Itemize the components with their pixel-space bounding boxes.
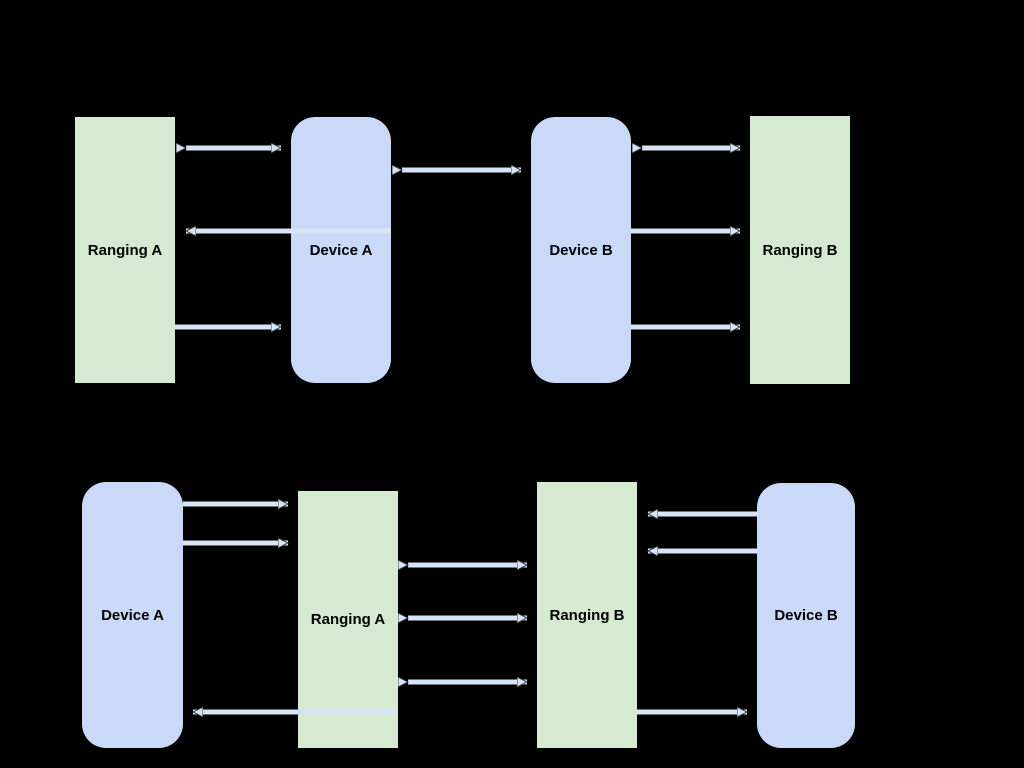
top-device-b-box: Device B [531, 117, 631, 383]
bottom-device-a-box: Device A [82, 482, 183, 748]
top-ranging-b-label: Ranging B [762, 241, 838, 259]
top-device-b-label: Device B [549, 241, 613, 259]
bottom-device-b-box: Device B [757, 483, 855, 748]
top-ranging-a-label: Ranging A [87, 241, 163, 259]
bottom-device-a-label: Device A [101, 606, 164, 624]
top-ranging-a-box: Ranging A [75, 117, 175, 383]
bottom-ranging-b-label: Ranging B [549, 606, 625, 624]
bottom-device-b-label: Device B [774, 607, 838, 624]
bottom-ranging-a-box: Ranging A [298, 491, 398, 748]
top-device-a-label: Device A [309, 241, 373, 259]
top-device-a-box: Device A [291, 117, 391, 383]
top-ranging-b-box: Ranging B [750, 116, 850, 384]
bottom-ranging-b-box: Ranging B [537, 482, 637, 748]
bottom-ranging-a-label: Ranging A [310, 611, 386, 628]
